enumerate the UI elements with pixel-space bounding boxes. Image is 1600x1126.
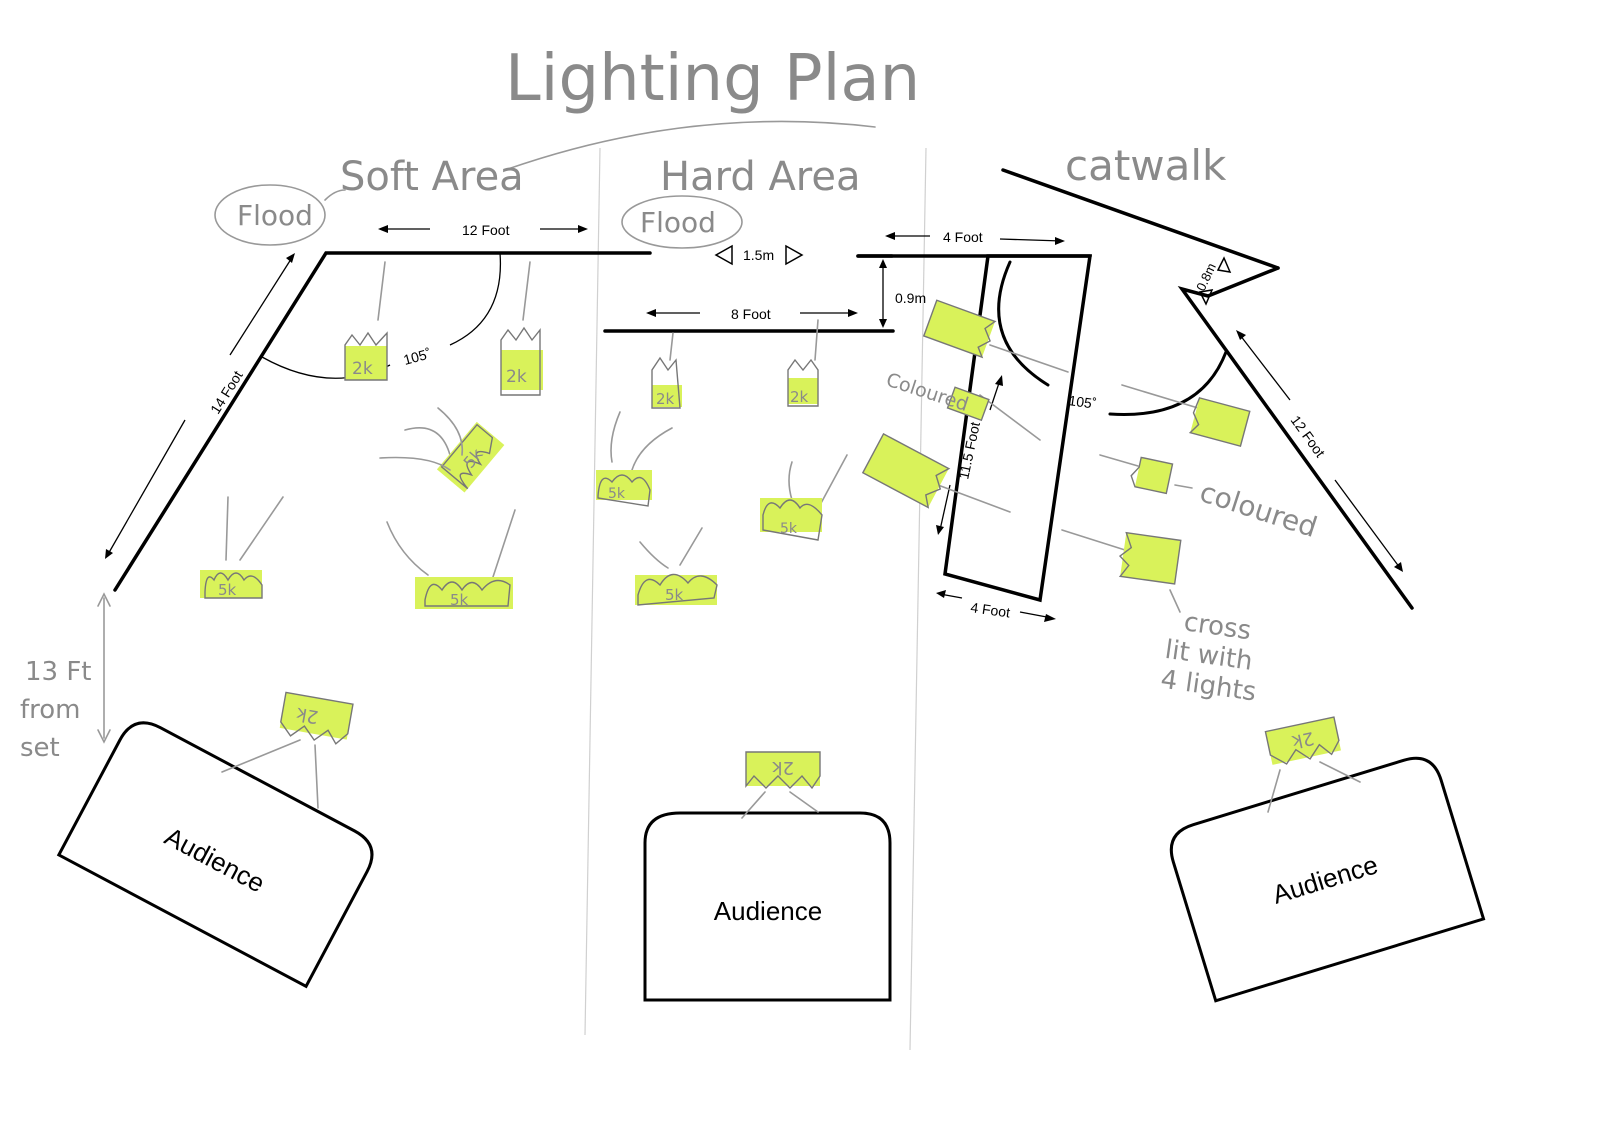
fixture-5k: 5k <box>760 454 848 541</box>
flood-leader <box>324 189 346 201</box>
catwalk-top-dimension: 4 Foot <box>885 229 1065 245</box>
catwalk-gap-dimension: 0.8m <box>1193 256 1232 306</box>
plan-title: Lighting Plan <box>505 42 920 116</box>
svg-text:5k: 5k <box>218 581 237 599</box>
svg-text:2k: 2k <box>1289 727 1315 752</box>
fixture-5k: 5k <box>200 496 284 599</box>
fixture-5k: 5k <box>386 509 516 609</box>
area-label-soft: Soft Area <box>340 154 524 200</box>
soft-angle-label: 105˚ <box>402 345 433 368</box>
note-coloured-lower: coloured <box>1196 475 1321 544</box>
set-distance-line1: 13 Ft <box>25 657 92 687</box>
fixture-2k-audience: 2k <box>1264 716 1361 813</box>
catwalk-wall-top <box>1001 168 1280 270</box>
fixture <box>922 299 997 359</box>
gap-label: 1.5m <box>743 247 774 263</box>
fixture-2k: 2k <box>651 332 682 409</box>
gap-dimension: 1.5m <box>714 244 804 266</box>
area-label-catwalk: catwalk <box>1065 141 1227 190</box>
catwalk-side-dimension: 12 Foot <box>1236 330 1403 572</box>
svg-text:5k: 5k <box>780 521 798 537</box>
fixture-5k: 5k <box>404 421 505 493</box>
note-leader <box>1174 484 1193 489</box>
cable <box>937 484 1011 513</box>
audience-block-right: Audience <box>1169 756 1486 1003</box>
svg-text:2k: 2k <box>294 703 320 728</box>
flood-tag-soft: Flood <box>214 184 326 246</box>
fixture-5k: 5k <box>635 527 718 606</box>
catwalk-bottom-label: 4 Foot <box>970 599 1012 620</box>
catwalk-angle-label: 105˚ <box>1068 392 1098 412</box>
fixture-cross-lit <box>1118 531 1182 585</box>
fixture-2k: 2k <box>500 261 543 396</box>
flood-tag-hard: Flood <box>621 195 743 249</box>
flood-label: Flood <box>237 199 313 232</box>
svg-text:5k: 5k <box>608 486 626 502</box>
area-label-hard: Hard Area <box>660 154 861 200</box>
catwalk-angle-arc-right <box>1108 350 1228 416</box>
catwalk-gap-label: 0.8m <box>1193 261 1219 294</box>
divider-left <box>584 147 601 1036</box>
hard-depth-label: 0.9m <box>895 290 926 306</box>
cable <box>979 394 1041 441</box>
hard-width-label: 8 Foot <box>731 306 771 322</box>
svg-text:5k: 5k <box>450 591 469 609</box>
fixture <box>1188 397 1251 447</box>
svg-text:2k: 2k <box>352 359 373 379</box>
soft-width-label: 12 Foot <box>462 222 510 238</box>
note-cross-lit: cross lit with 4 lights <box>1159 605 1267 708</box>
cable <box>989 344 1069 373</box>
set-distance-line3: set <box>20 733 60 763</box>
hard-depth-dimension: 0.9m <box>879 259 926 328</box>
catwalk-bottom-dimension: 4 Foot <box>936 590 1056 622</box>
cable <box>379 456 451 471</box>
catwalk-angle-arc-left <box>997 260 1050 387</box>
fixture-2k: 2k <box>787 319 819 407</box>
set-distance-label: 13 Ft from set <box>20 657 100 763</box>
fixture-coloured <box>1130 456 1174 495</box>
audience-label: Audience <box>714 896 822 926</box>
hard-width-dimension: 8 Foot <box>646 306 858 322</box>
fixture-coloured <box>946 386 990 422</box>
flood-label: Flood <box>640 206 716 239</box>
note-coloured-upper: Coloured <box>883 369 971 416</box>
svg-text:2k: 2k <box>790 388 809 406</box>
cable <box>1061 529 1126 551</box>
fixture-2k: 2k <box>344 261 388 381</box>
cable <box>437 407 464 456</box>
set-distance-line2: from <box>20 695 81 725</box>
fixture-2k-audience: 2k <box>221 691 354 809</box>
catwalk-top-label: 4 Foot <box>943 229 983 245</box>
soft-width-dimension: 12 Foot <box>378 222 588 238</box>
fixture-2k-audience: 2k <box>741 751 821 819</box>
svg-text:2k: 2k <box>656 390 675 408</box>
cable <box>1099 454 1139 467</box>
catwalk-wall-right <box>1177 266 1414 610</box>
set-distance-dimension <box>97 592 111 744</box>
audience-block-left: Audience <box>56 721 374 989</box>
audience-block-center: Audience <box>643 811 892 1002</box>
catwalk-length-label: 11.5 Foot <box>955 420 983 480</box>
divider-right <box>909 147 927 1051</box>
fixture <box>861 432 951 509</box>
cable <box>1121 384 1199 409</box>
title-arc <box>504 120 876 171</box>
svg-text:5k: 5k <box>665 586 684 604</box>
soft-angle-arc-top <box>449 252 502 346</box>
svg-text:2k: 2k <box>771 757 793 778</box>
catwalk-side-label: 12 Foot <box>1288 412 1329 460</box>
fixture-5k: 5k <box>596 411 673 507</box>
svg-text:2k: 2k <box>506 367 527 387</box>
soft-depth-dimension: 14 Foot <box>105 253 295 559</box>
soft-area-wall <box>113 251 652 592</box>
note-leader <box>1169 589 1181 613</box>
